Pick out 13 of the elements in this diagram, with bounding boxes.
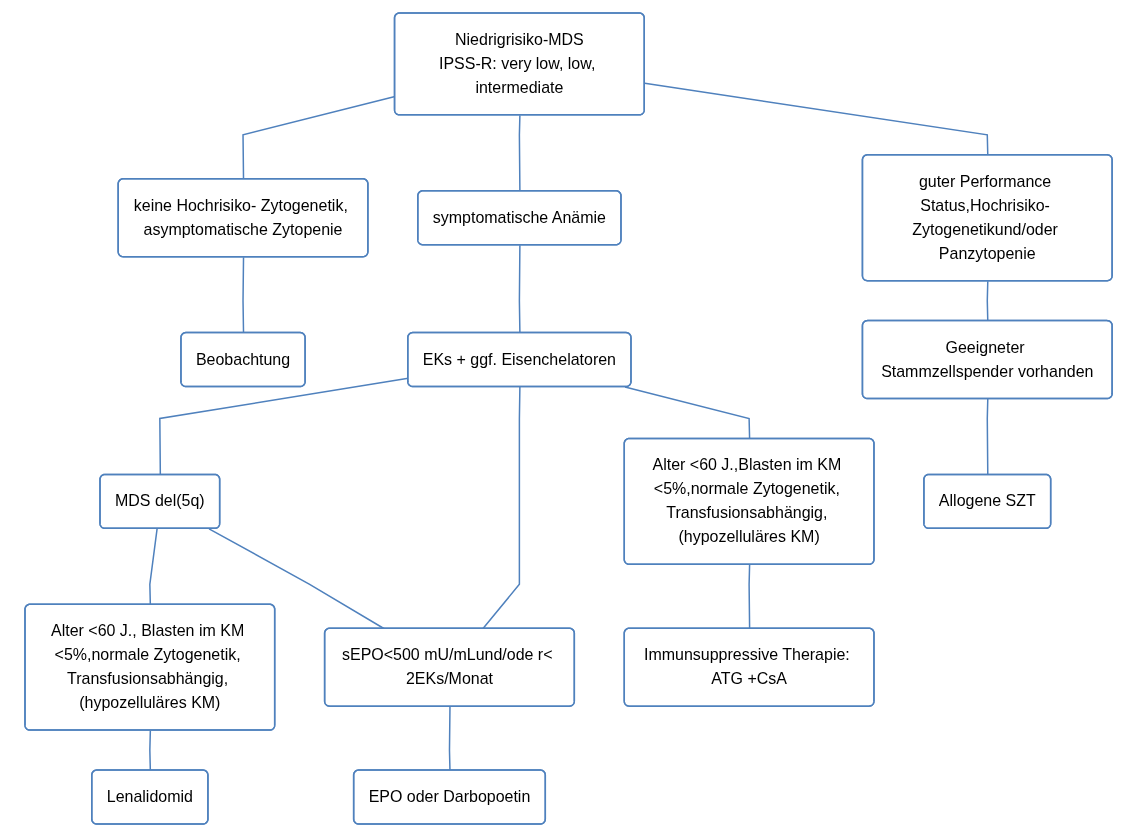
connector bbox=[448, 705, 451, 772]
flowchart: Niedrigrisiko-MDS IPSS-R: very low, low, intermediate keine Hochrisiko- Zytogenetik, asymptomatische Zytopenie symptomatische Anämie guter Performance Status,Hochrisiko- Zytogenetikund/oder Panzytopenie Beobachtung EKs + ggf. Eisenchelatoren Geeigneter Stammzellspender vorhanden MDS del(5q) Allogene SZT Alter <60 J., Blasten im KM <5%,normale Zytogenetik, Transfusionsabhängig, (hypozelluläres KM) sEPO<500 mU/mLund/ode r< 2EKs/Monat Alter <60 J.,Blasten im KM <5%,normale Zytogenetik, Transfusionsabhängig, (hypozelluläres KM) EPO oder Darbopoetin Immunsuppressive Therapie: ATG +CsA Lenalidomid bbox=[16, 5, 1121, 832]
connector bbox=[986, 280, 989, 322]
connector bbox=[748, 564, 751, 630]
connector bbox=[624, 386, 751, 440]
connector bbox=[518, 244, 521, 334]
connector bbox=[208, 528, 385, 630]
connector bbox=[149, 729, 152, 772]
connector bbox=[482, 386, 521, 630]
connector bbox=[518, 114, 521, 192]
connector bbox=[242, 256, 245, 334]
connector bbox=[149, 528, 158, 606]
connector bbox=[986, 398, 989, 476]
